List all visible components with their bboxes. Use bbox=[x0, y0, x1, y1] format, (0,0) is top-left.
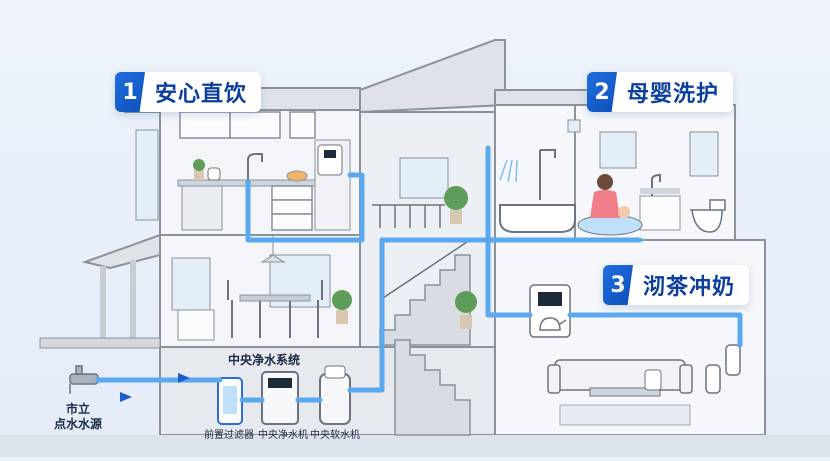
feature-tag-1-label: 安心直饮 bbox=[155, 82, 248, 107]
kettle bbox=[207, 167, 221, 181]
rug bbox=[559, 404, 691, 426]
shower-head bbox=[539, 149, 556, 200]
dishwasher bbox=[181, 185, 223, 231]
flow-arrows bbox=[120, 373, 190, 402]
dining-plant bbox=[332, 290, 352, 324]
dining-chairs bbox=[227, 280, 323, 338]
vanity-faucet bbox=[651, 173, 661, 196]
feature-tag-1: 1 安心直饮 bbox=[115, 72, 262, 112]
system-title: 中央净水系统 bbox=[228, 353, 301, 367]
wall-dispenser-screen bbox=[538, 292, 562, 306]
outdoor-tap bbox=[69, 365, 99, 394]
electric-kettle bbox=[644, 369, 662, 391]
water-dispenser-screen bbox=[324, 150, 336, 158]
staircase bbox=[379, 254, 471, 436]
fruit-bowl bbox=[286, 170, 308, 182]
stair-window bbox=[399, 157, 449, 199]
dining-table bbox=[239, 294, 311, 302]
feature-tag-2-label: 母婴洗护 bbox=[627, 82, 720, 107]
vanity-cabinet bbox=[639, 195, 681, 231]
feature-tag-2: 2 母婴洗护 bbox=[587, 72, 734, 112]
mother-figure bbox=[590, 174, 620, 218]
upper-left-window bbox=[135, 129, 159, 221]
kitchen-drawers bbox=[271, 185, 313, 231]
water-source-label: 市立 点水水源 bbox=[54, 402, 102, 432]
softener-label: 中央软水机 bbox=[310, 430, 360, 441]
coffee-table bbox=[589, 387, 661, 397]
feature-tag-3: 3 沏茶冲奶 bbox=[603, 265, 750, 305]
stair-railing bbox=[372, 204, 471, 301]
baby-figure bbox=[618, 206, 630, 218]
prefilter-label: 前置过滤器 bbox=[204, 430, 254, 441]
porch-floor bbox=[39, 337, 161, 349]
wall-cabinet-nursery bbox=[640, 188, 680, 194]
softener-device bbox=[319, 365, 351, 425]
feature-tag-3-number: 3 bbox=[603, 265, 633, 305]
water-dispenser bbox=[317, 144, 343, 176]
dining-window-1 bbox=[171, 257, 211, 311]
baby-bottles bbox=[705, 344, 741, 394]
water-source-line-2: 点水水源 bbox=[54, 417, 103, 431]
shower-spray bbox=[499, 159, 518, 183]
sideboard bbox=[177, 309, 215, 341]
kitchen-upper-cabinets bbox=[179, 111, 316, 139]
ground-strip bbox=[0, 435, 830, 457]
feature-tag-1-number: 1 bbox=[115, 72, 145, 112]
kitchen-faucet bbox=[247, 153, 263, 180]
bathtub bbox=[499, 204, 576, 233]
feature-tag-3-label: 沏茶冲奶 bbox=[643, 275, 736, 300]
stair-plant bbox=[444, 186, 468, 224]
porch-post-1 bbox=[100, 266, 106, 346]
landing-plant bbox=[455, 291, 477, 329]
feature-tag-2-number: 2 bbox=[587, 72, 617, 112]
nursery-mirror bbox=[599, 131, 637, 169]
toilet bbox=[690, 199, 726, 233]
teapot bbox=[539, 317, 567, 331]
prefilter-device bbox=[217, 377, 243, 425]
purifier-label: 中央净水机 bbox=[258, 430, 308, 441]
porch-roof bbox=[81, 233, 161, 270]
purifier-device bbox=[261, 371, 299, 425]
kitchen-plant bbox=[193, 159, 205, 180]
water-source-line-1: 市立 bbox=[66, 402, 91, 416]
porch-post-2 bbox=[130, 260, 136, 346]
nursery-window bbox=[689, 131, 719, 177]
bath-shelf bbox=[567, 119, 581, 133]
water-pipes bbox=[95, 145, 743, 403]
